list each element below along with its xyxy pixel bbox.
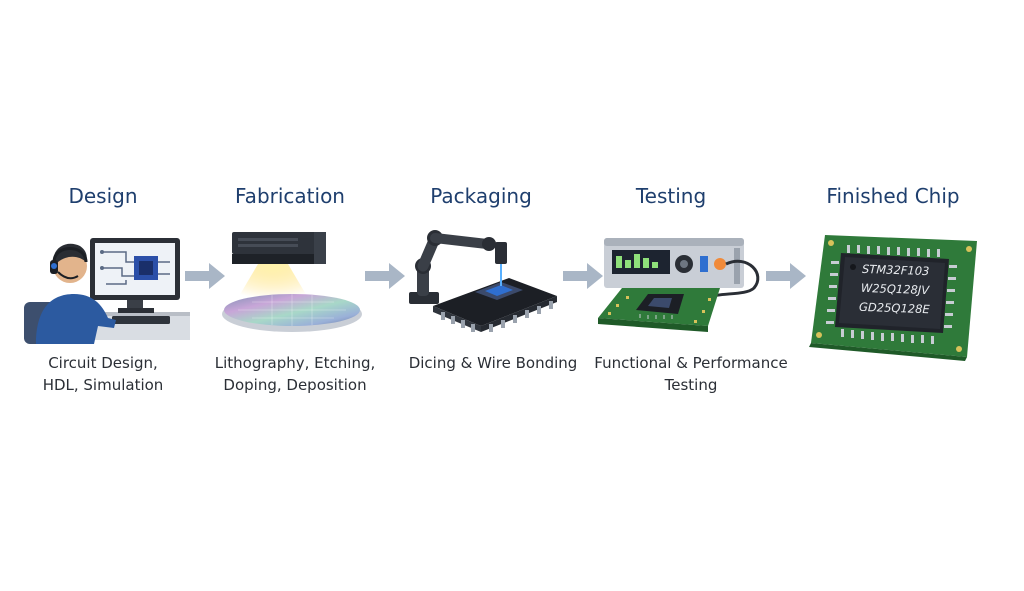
step-title-testing: Testing [635,184,707,208]
step-title-finished-chip: Finished Chip [826,184,960,208]
caption-line: Lithography, Etching, [214,354,376,372]
step-caption-testing: Functional & Performance Testing [594,352,787,396]
step-caption-packaging: Dicing & Wire Bonding [409,352,578,374]
caption-line: Dicing & Wire Bonding [408,354,578,372]
arrow-right-icon [766,263,806,289]
finished-chip-icon: STM32F103 W25Q128JV GD25Q128E [805,231,981,361]
caption-line: Testing [664,376,718,394]
step-caption-design: Circuit Design, HDL, Simulation [43,352,164,396]
test-equipment-icon [598,238,760,332]
step-title-fabrication: Fabrication [235,184,345,208]
caption-line: Circuit Design, [48,354,158,372]
arrow-right-icon [365,263,405,289]
engineer-workstation-icon [24,238,190,344]
chip-markings: STM32F103 W25Q128JV GD25Q128E [846,259,944,319]
caption-line: Functional & Performance [594,354,788,372]
step-title-design: Design [68,184,138,208]
wafer-lithography-icon [222,232,362,332]
step-caption-fabrication: Lithography, Etching, Doping, Deposition [215,352,376,396]
robot-arm-bonding-icon [409,230,557,332]
chip-marking-line: GD25Q128E [858,299,930,317]
arrow-right-icon [185,263,225,289]
caption-line: HDL, Simulation [42,376,164,394]
step-title-packaging: Packaging [430,184,532,208]
arrow-right-icon [563,263,603,289]
caption-line: Doping, Deposition [223,376,367,394]
